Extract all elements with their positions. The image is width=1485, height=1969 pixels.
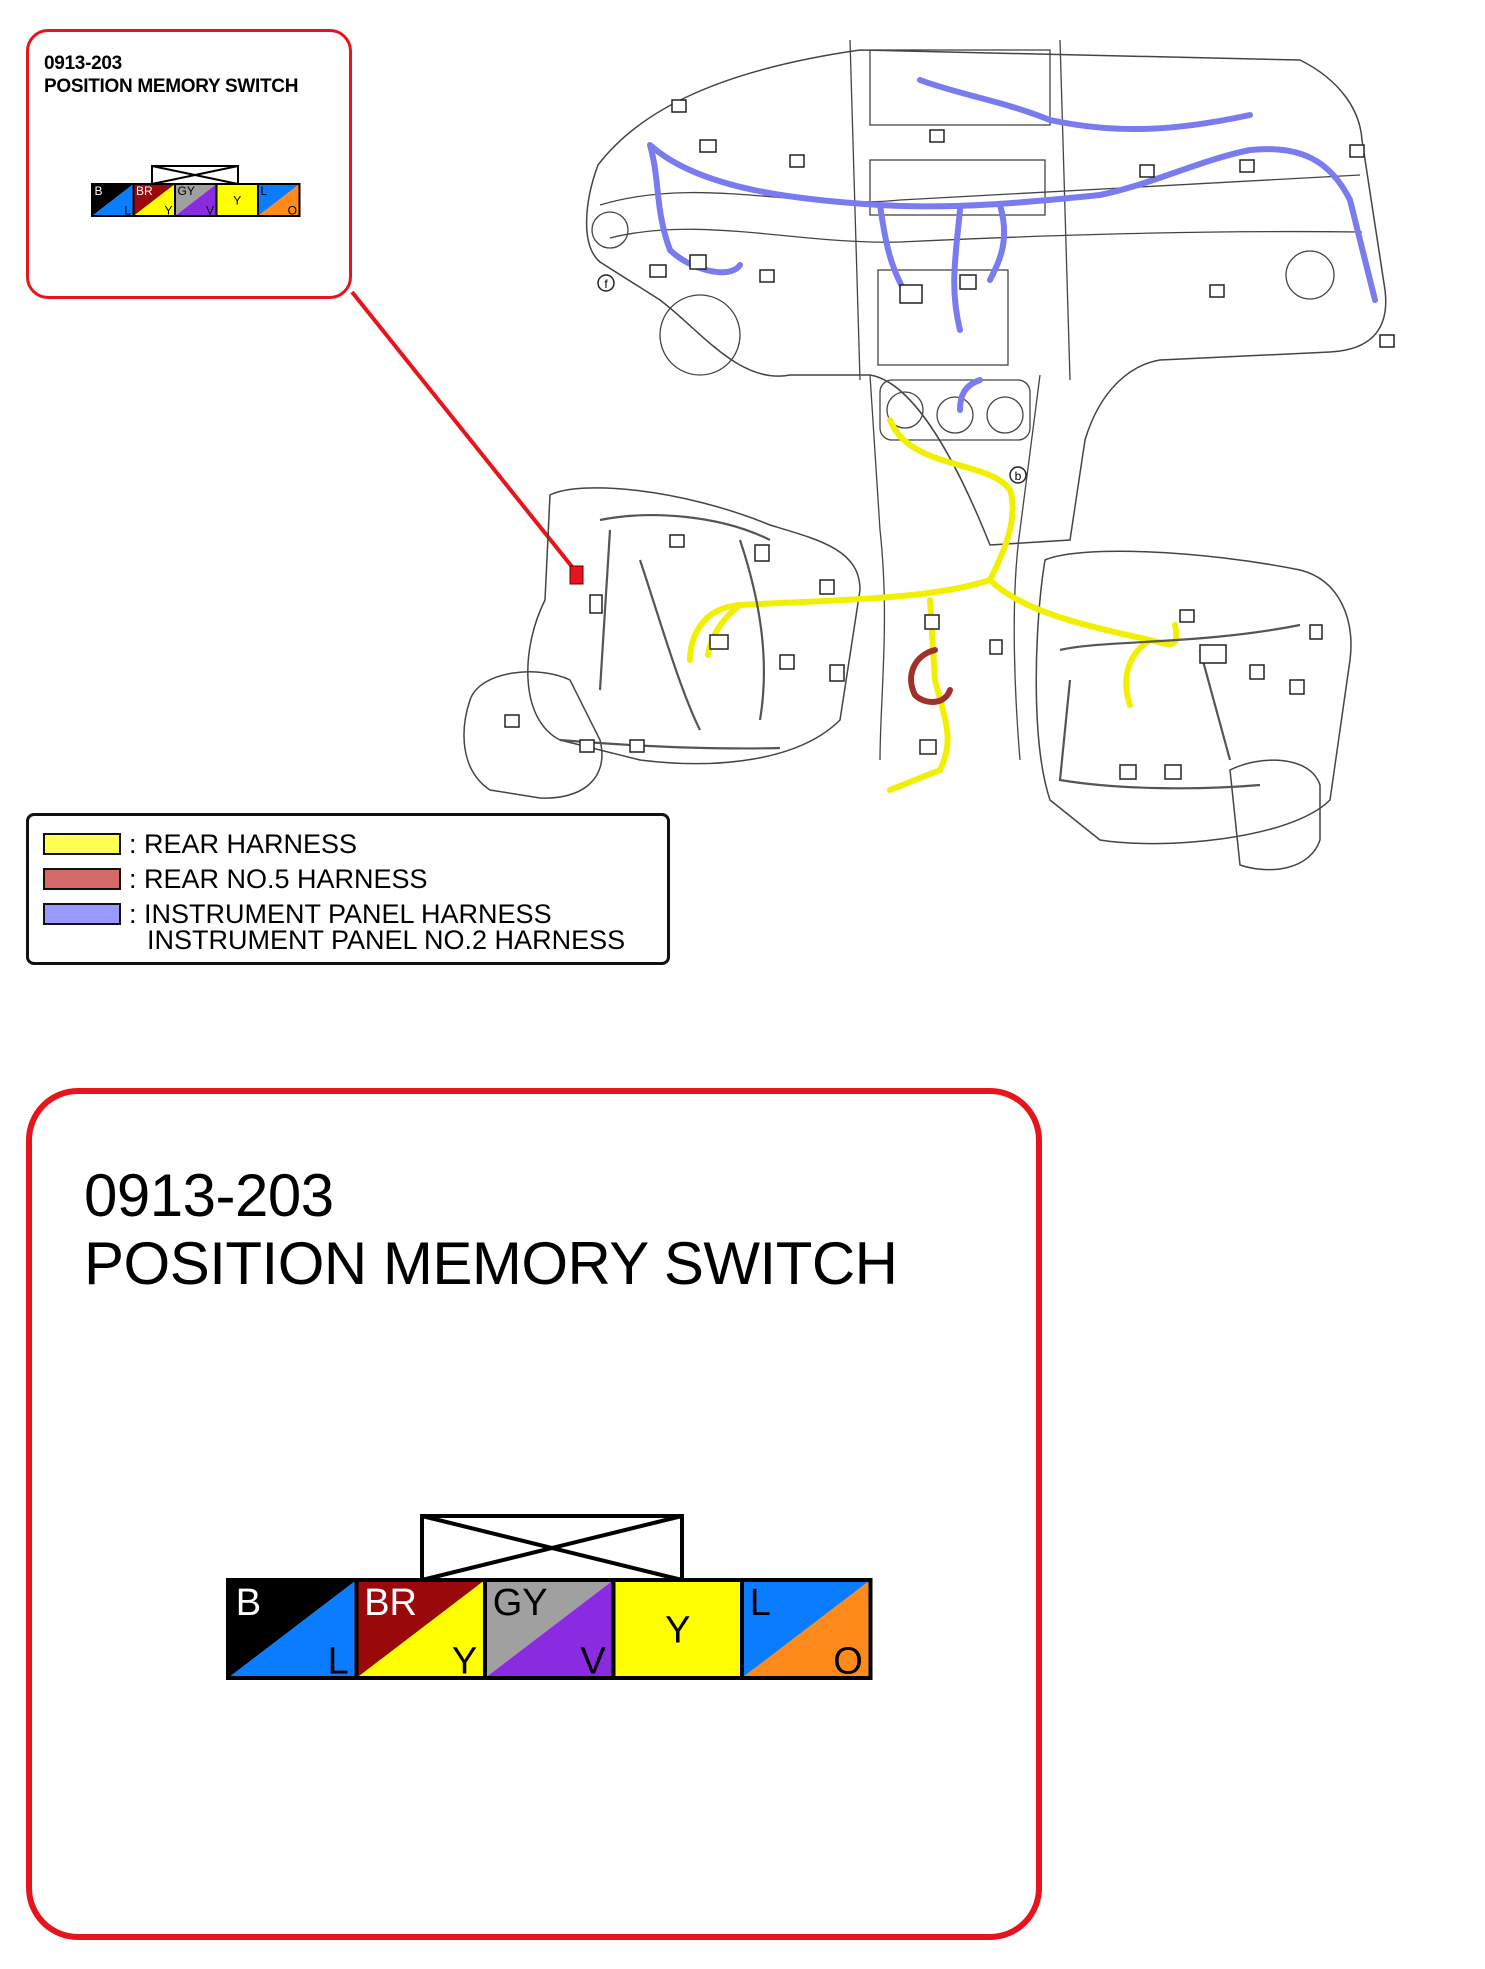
instrument-panel-harness-wire xyxy=(647,77,1378,413)
pin-1-stripe-top: B xyxy=(94,184,102,198)
connector-pin-2-large: BR Y xyxy=(354,1578,487,1682)
pin-2-stripe-top: BR xyxy=(136,184,153,198)
pin-3-stripe-top: GY xyxy=(177,184,194,198)
callout-letter-b: b xyxy=(1015,469,1022,483)
connector-title-large: 0913-203 POSITION MEMORY SWITCH xyxy=(84,1162,898,1298)
pin-1-stripe-top: B xyxy=(236,1582,261,1624)
connector-latch-large xyxy=(420,1514,684,1582)
connector-pin-3-large: GY V xyxy=(483,1578,616,1682)
pin-5-stripe-bottom: O xyxy=(833,1640,863,1682)
pin-2-stripe-bottom: Y xyxy=(452,1640,477,1682)
position-memory-switch-highlight xyxy=(569,565,584,585)
pin-5-stripe-top: L xyxy=(260,184,267,198)
connector-code-large: 0913-203 xyxy=(84,1162,334,1229)
rear-harness-wire xyxy=(687,417,1180,793)
connector-pin-2-small: BR Y xyxy=(132,183,176,218)
connector-name-large: POSITION MEMORY SWITCH xyxy=(84,1230,898,1297)
pin-4-wire-color: Y xyxy=(665,1610,690,1652)
left-seat-outline xyxy=(527,487,861,765)
pin-3-stripe-bottom: V xyxy=(580,1640,606,1682)
legend-label-rear-no5: : REAR NO.5 HARNESS xyxy=(129,864,428,894)
connector-pin-3-small: GY V xyxy=(174,183,218,218)
connector-title-small: 0913-203 POSITION MEMORY SWITCH xyxy=(44,52,298,98)
callout-marker-f xyxy=(597,274,615,292)
legend-item-instrument-panel: : INSTRUMENT PANEL HARNESS xyxy=(43,898,552,930)
dashboard-outline xyxy=(585,49,1387,546)
pin-2-stripe-top: BR xyxy=(364,1582,417,1624)
connector-callout-small xyxy=(26,29,352,299)
legend-label-instrument-panel-no2: INSTRUMENT PANEL NO.2 HARNESS xyxy=(147,925,626,955)
connector-pin-1-large: BL xyxy=(226,1578,359,1682)
legend-swatch-instrument-panel xyxy=(43,903,121,925)
pin-1-stripe-bottom: L xyxy=(328,1640,349,1682)
legend-item-rear-no5: : REAR NO.5 HARNESS xyxy=(43,863,428,895)
connector-pin-5-small: LO xyxy=(257,183,301,218)
right-seat-outline xyxy=(1035,550,1352,845)
rear-no5-harness-wire xyxy=(908,647,953,705)
callout-letter-f: f xyxy=(604,277,608,291)
center-console-outline xyxy=(869,374,1041,761)
legend-item-rear: : REAR HARNESS xyxy=(43,828,357,860)
connector-pin-4-large: Y xyxy=(611,1578,744,1680)
pin-5-stripe-top: L xyxy=(750,1582,771,1624)
pin-1-stripe-bottom: L xyxy=(124,204,131,218)
legend-label-rear: : REAR HARNESS xyxy=(129,829,358,859)
legend-swatch-rear-no5 xyxy=(43,868,121,890)
legend-swatch-rear xyxy=(43,833,121,855)
connector-name-small: POSITION MEMORY SWITCH xyxy=(44,76,299,97)
connector-pin-5-large: LO xyxy=(740,1578,873,1682)
harness-legend: : REAR HARNESS : REAR NO.5 HARNESS : INS… xyxy=(26,813,670,965)
connector-latch-small xyxy=(151,165,239,185)
pin-4-wire-color: Y xyxy=(233,193,241,207)
steering-hub-outline xyxy=(659,294,741,376)
callout-marker-b xyxy=(1009,466,1027,484)
pin-5-stripe-bottom: O xyxy=(288,204,297,218)
connector-code-small: 0913-203 xyxy=(44,53,122,74)
pin-2-stripe-bottom: Y xyxy=(164,204,172,218)
connector-pin-4-small: Y xyxy=(215,183,259,217)
callout-leader-line xyxy=(350,290,575,570)
legend-label-instrument-panel: : INSTRUMENT PANEL HARNESS xyxy=(129,899,552,929)
pin-3-stripe-top: GY xyxy=(493,1582,548,1624)
pin-3-stripe-bottom: V xyxy=(206,204,214,218)
